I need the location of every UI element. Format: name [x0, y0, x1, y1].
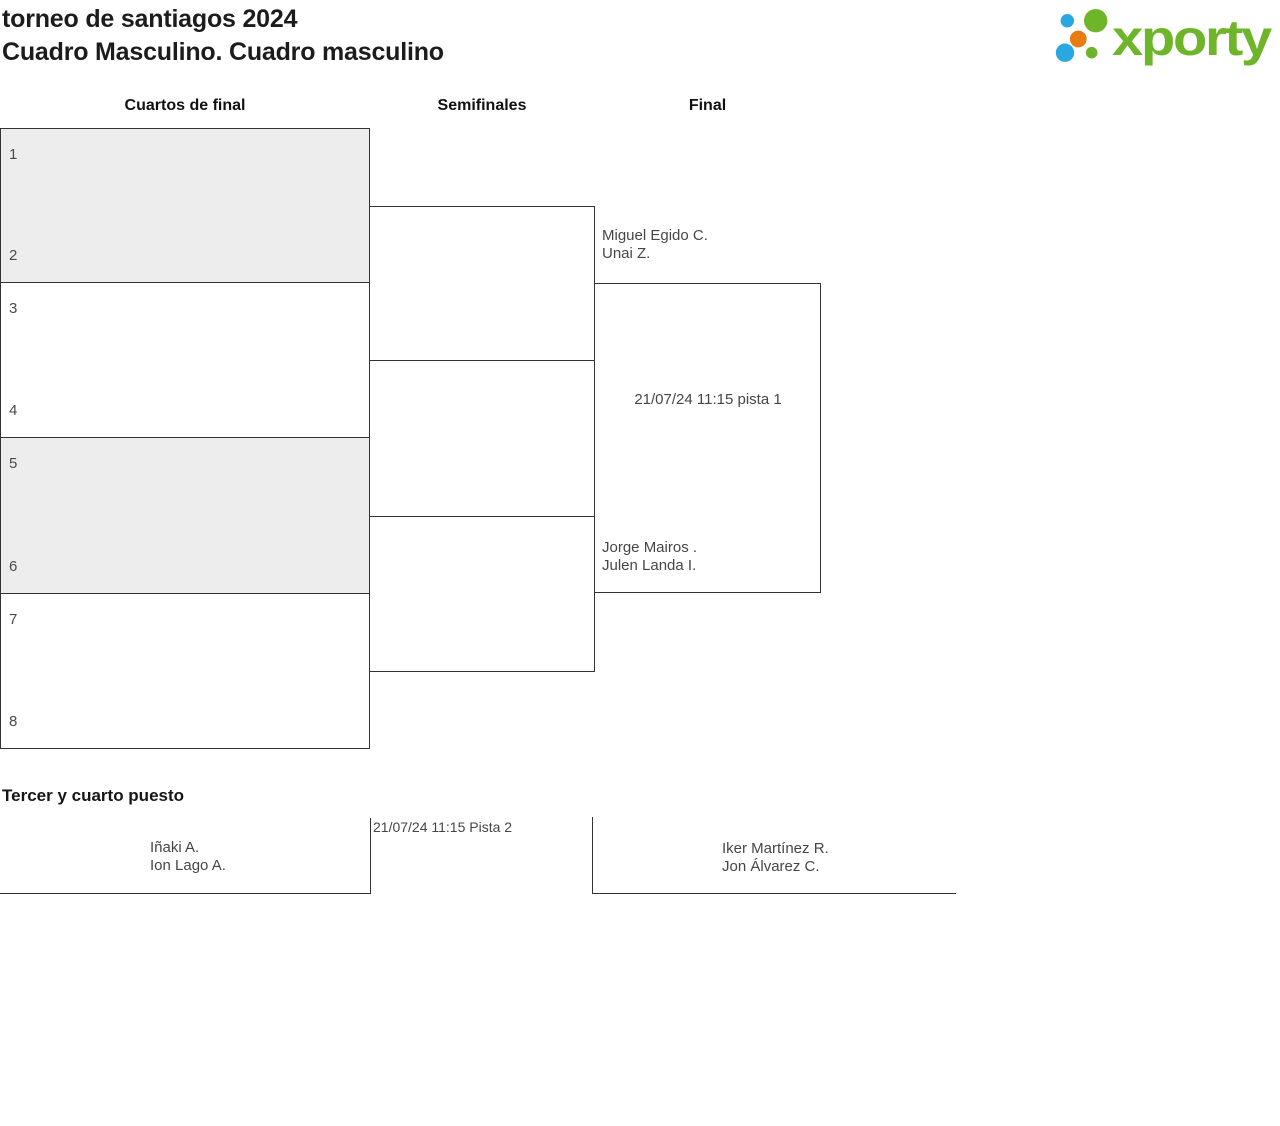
- round-header-final: Final: [688, 97, 727, 114]
- player-name: Miguel Egido C.: [602, 227, 708, 244]
- final-match[interactable]: [594, 283, 821, 593]
- player-name: Iker Martínez R.: [722, 840, 829, 857]
- final-schedule: 21/07/24 11:15 pista 1: [634, 391, 782, 408]
- xporty-logo-icon: xporty: [1055, 9, 1274, 66]
- seed-label: 2: [9, 247, 18, 264]
- qf-match-2[interactable]: 3 4: [0, 282, 370, 438]
- third-place-team-right: Iker Martínez R. Jon Álvarez C.: [722, 840, 829, 876]
- seed-label: 3: [9, 300, 18, 317]
- player-name: Jon Álvarez C.: [722, 858, 820, 875]
- seed-label: 8: [9, 713, 18, 730]
- final-team-top: Miguel Egido C. Unai Z.: [602, 227, 708, 263]
- round-header-cuartos: Cuartos de final: [124, 97, 246, 114]
- third-place-left-connector: [370, 818, 371, 894]
- qf-match-1[interactable]: 1 2: [0, 128, 370, 283]
- qf-match-3[interactable]: 5 6: [0, 437, 370, 594]
- third-place-left-line: [0, 893, 371, 894]
- third-place-schedule: 21/07/24 11:15 Pista 2: [373, 819, 513, 835]
- third-place-right-line: [592, 893, 956, 894]
- seed-label: 4: [9, 402, 18, 419]
- seed-label: 7: [9, 611, 18, 628]
- qf-match-4[interactable]: 7 8: [0, 593, 370, 749]
- player-name: Ion Lago A.: [150, 857, 226, 874]
- third-place-heading: Tercer y cuarto puesto: [2, 786, 185, 805]
- player-name: Unai Z.: [602, 245, 651, 262]
- logo-dots-icon: [1055, 9, 1108, 62]
- sf-match-2[interactable]: [369, 516, 595, 672]
- seed-label: 5: [9, 455, 18, 472]
- final-team-bottom: Jorge Mairos . Julen Landa I.: [602, 539, 697, 575]
- sf-match-1[interactable]: [369, 206, 595, 361]
- seed-label: 1: [9, 146, 18, 163]
- xporty-logo[interactable]: xporty: [1048, 2, 1278, 70]
- seed-label: 6: [9, 558, 18, 575]
- player-name: Jorge Mairos .: [602, 539, 698, 556]
- page-subtitle: Cuadro Masculino. Cuadro masculino: [2, 38, 444, 66]
- round-header-semifinales: Semifinales: [437, 97, 527, 114]
- third-place-team-left: Iñaki A. Ion Lago A.: [150, 839, 226, 875]
- logo-wordmark: xporty: [1112, 10, 1272, 66]
- player-name: Julen Landa I.: [602, 557, 697, 574]
- third-place-right-connector: [592, 817, 593, 894]
- player-name: Iñaki A.: [150, 839, 200, 856]
- page-title: torneo de santiagos 2024: [2, 5, 298, 33]
